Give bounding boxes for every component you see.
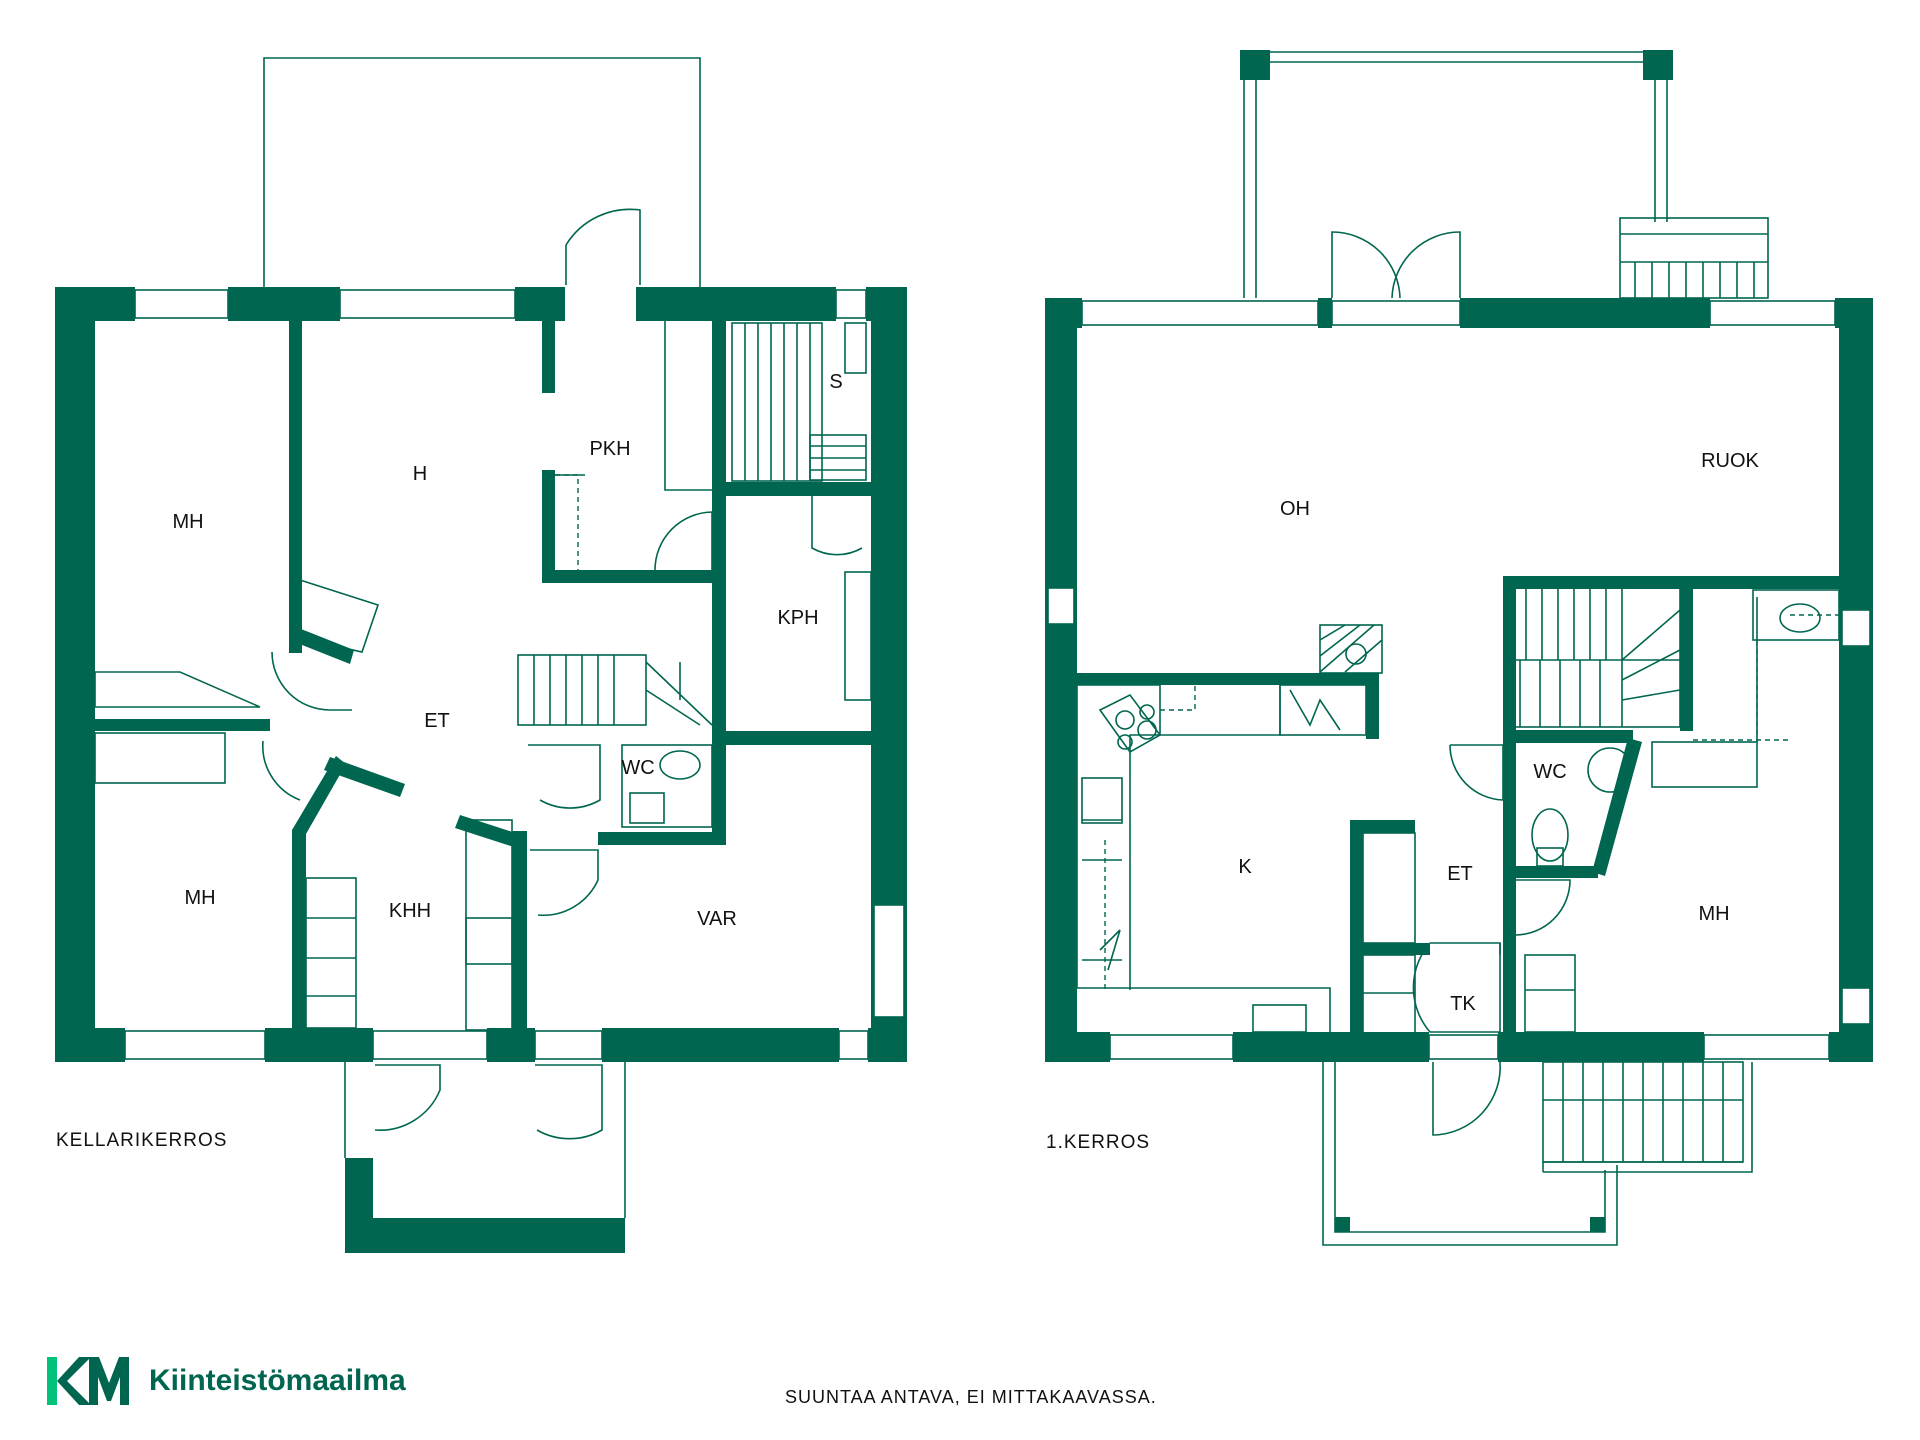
first-floor-plan: OH RUOK K ET WC MH TK 1.KERROS <box>1045 50 1873 1246</box>
logo-k-stem <box>47 1357 57 1405</box>
label-mh-first: MH <box>1698 903 1729 925</box>
logo-text: Kiinteistömaailma <box>149 1364 406 1397</box>
label-tk: TK <box>1450 993 1476 1015</box>
label-et: ET <box>424 710 450 732</box>
kiinteistomaailma-logo: Kiinteistömaailma <box>45 1355 406 1407</box>
label-et-first: ET <box>1447 863 1473 885</box>
floor-label-first: 1.KERROS <box>1046 1132 1150 1153</box>
floor-label-basement: KELLARIKERROS <box>56 1130 227 1151</box>
label-wc: WC <box>621 757 654 779</box>
basement-plan: MH H PKH S KPH ET WC MH KHH VAR KELLARIK… <box>55 57 907 1253</box>
label-kph: KPH <box>777 607 818 629</box>
label-var: VAR <box>697 908 737 930</box>
logo-k-arm <box>57 1357 91 1405</box>
label-pkh: PKH <box>589 438 630 460</box>
label-s: S <box>829 371 842 393</box>
label-h: H <box>413 463 427 485</box>
label-oh: OH <box>1280 498 1310 520</box>
label-mh-top: MH <box>172 511 203 533</box>
km-logo-mark <box>47 1357 129 1405</box>
label-khh: KHH <box>389 900 431 922</box>
logo-m-shape <box>89 1357 129 1405</box>
label-wc-first: WC <box>1533 761 1566 783</box>
scale-disclaimer: SUUNTAA ANTAVA, EI MITTAKAAVASSA. <box>785 1387 1157 1407</box>
label-mh-bottom: MH <box>184 887 215 909</box>
label-ruok: RUOK <box>1701 450 1759 472</box>
label-k: K <box>1238 856 1252 878</box>
